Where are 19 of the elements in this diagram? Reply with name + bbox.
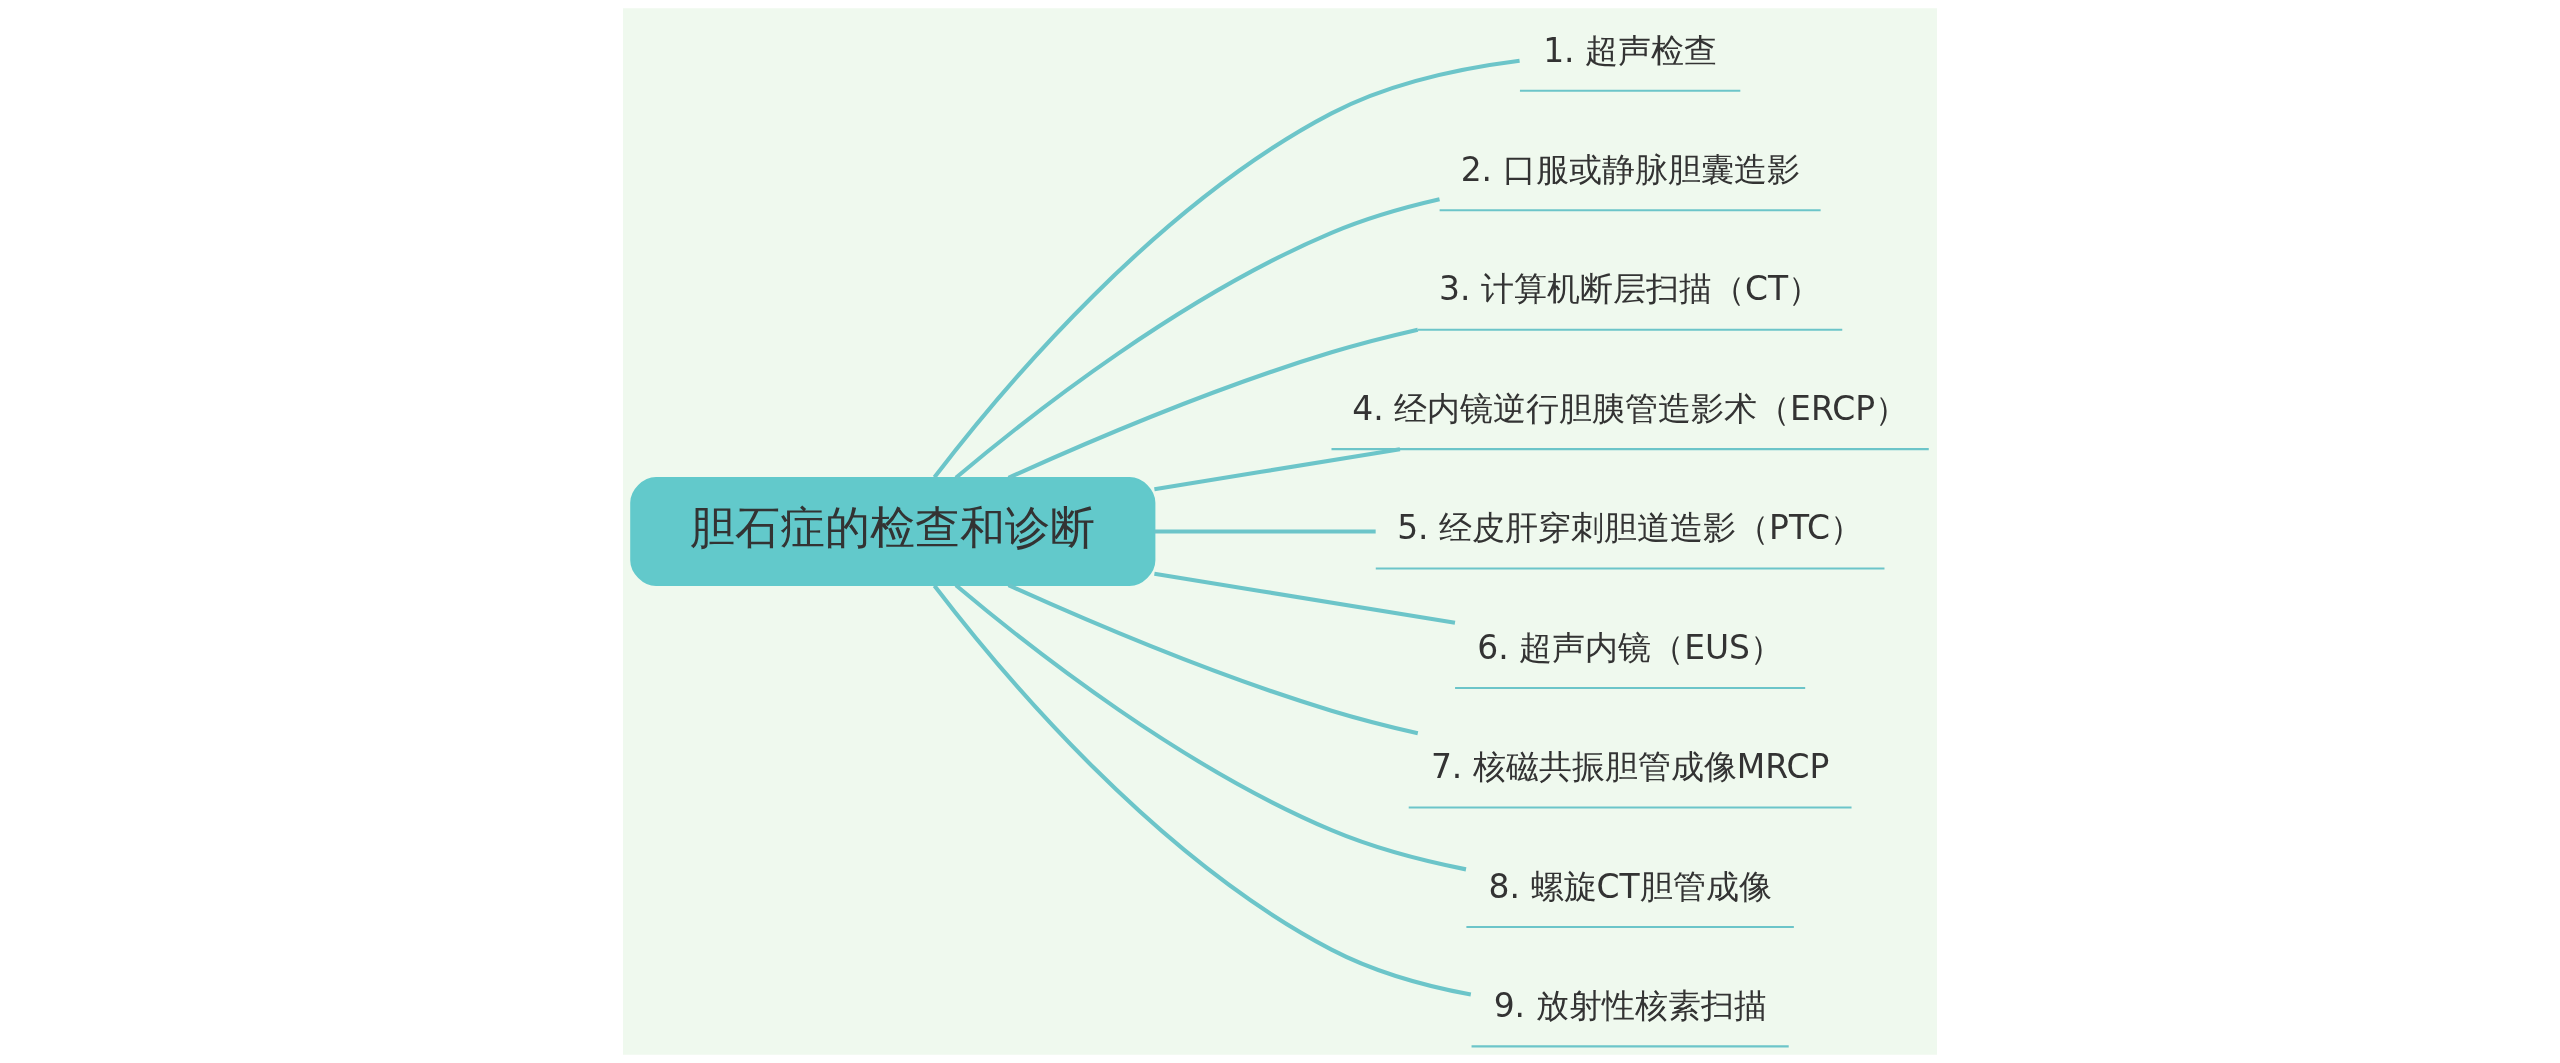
connector xyxy=(1007,583,1419,736)
connector xyxy=(932,58,1520,479)
connector xyxy=(954,583,1467,872)
node-text: 1. 超声检查 xyxy=(1543,30,1718,70)
connector xyxy=(1154,571,1456,625)
node-text: 7. 核磁共振胆管成像MRCP xyxy=(1430,747,1830,787)
node-text: 4. 经内镜逆行胆胰管造影术（ERCP） xyxy=(1352,388,1909,428)
node-text: 6. 超声内镜（EUS） xyxy=(1477,627,1783,667)
node-text: 2. 口服或静脉胆囊造影 xyxy=(1460,149,1800,189)
node-box: 胆石症的检查和诊断 xyxy=(630,476,1156,587)
node-text: 5. 经皮肝穿刺胆道造影（PTC） xyxy=(1397,508,1864,548)
connector xyxy=(1154,529,1376,534)
connector xyxy=(1007,327,1419,480)
node-text: 8. 螺旋CT胆管成像 xyxy=(1488,866,1772,906)
connector xyxy=(1154,447,1401,492)
node-text: 9. 放射性核素扫描 xyxy=(1493,986,1767,1026)
connector xyxy=(954,197,1440,480)
connector xyxy=(932,584,1472,997)
node-text: 3. 计算机断层扫描（CT） xyxy=(1439,269,1822,309)
